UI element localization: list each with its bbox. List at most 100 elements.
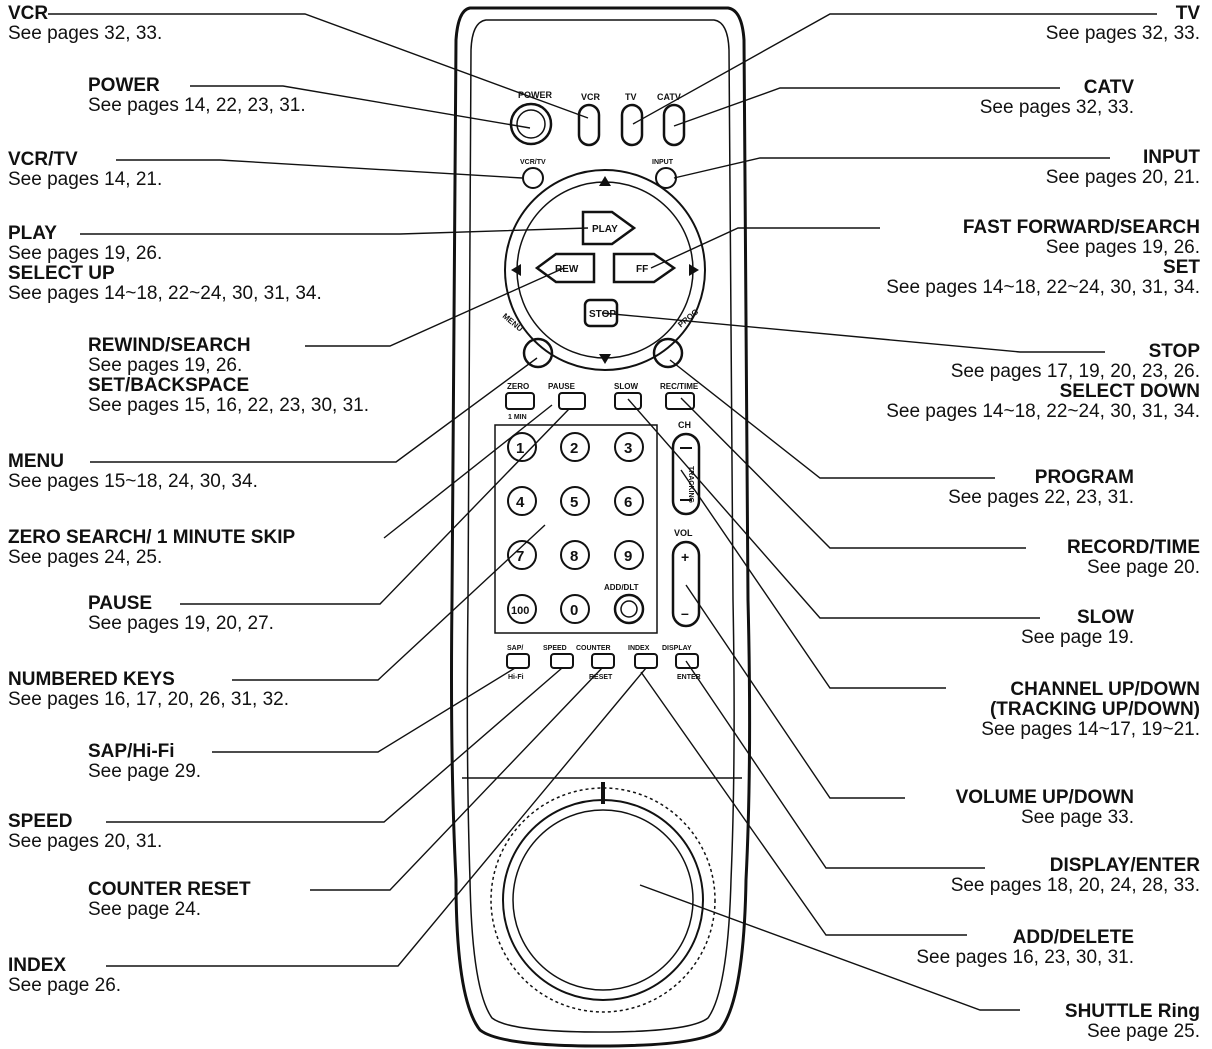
stop-button[interactable] xyxy=(583,298,619,328)
catv-text: CATV xyxy=(657,92,681,102)
label-tv-pages: See pages 32, 33. xyxy=(1045,23,1200,44)
key-4[interactable] xyxy=(507,486,537,516)
key-7-text: 7 xyxy=(516,548,524,565)
label-counter-pages: See page 24. xyxy=(88,899,202,920)
display-text: DISPLAY xyxy=(662,645,692,652)
power-button[interactable] xyxy=(509,102,553,146)
tv-button[interactable] xyxy=(620,103,644,147)
label-numbered-pages: See pages 16, 17, 20, 26, 31, 32. xyxy=(8,689,290,710)
label-sap-pages: See page 29. xyxy=(88,761,202,782)
label-play-title: PLAY xyxy=(8,223,57,244)
ff-button[interactable] xyxy=(612,252,677,284)
label-numbered: NUMBERED KEYS See pages 16, 17, 20, 26, … xyxy=(8,670,289,710)
key-3[interactable] xyxy=(614,432,644,462)
key-9-text: 9 xyxy=(624,548,632,565)
label-index: INDEX See page 26. xyxy=(8,956,121,996)
key-2-text: 2 xyxy=(570,440,578,457)
key-0[interactable] xyxy=(560,594,590,624)
index-button[interactable] xyxy=(634,653,658,669)
pause-button[interactable] xyxy=(558,392,586,410)
adddlt-button[interactable] xyxy=(613,593,645,625)
label-vcrtv-pages: See pages 14, 21. xyxy=(8,169,163,190)
key-6-text: 6 xyxy=(624,494,632,511)
label-rewind-pages: See pages 19, 26. xyxy=(88,355,243,376)
label-menu: MENU See pages 15~18, 24, 30, 34. xyxy=(8,452,258,492)
label-ff-pages: See pages 19, 26. xyxy=(1045,237,1200,258)
key-2[interactable] xyxy=(560,432,590,462)
label-channel-title: CHANNEL UP/DOWN xyxy=(1010,679,1200,700)
label-zero-title: ZERO SEARCH/ 1 MINUTE SKIP xyxy=(8,527,296,548)
sap-text: SAP/ xyxy=(507,645,523,652)
label-tv: TV See pages 32, 33. xyxy=(1046,4,1200,44)
transport-ring: PLAY REW FF STOP MENU PROG xyxy=(501,169,706,371)
vcrtv-text: VCR/TV xyxy=(520,159,546,166)
label-index-title: INDEX xyxy=(8,955,67,976)
label-rectime: RECORD/TIME See page 20. xyxy=(1067,538,1200,578)
label-input-pages: See pages 20, 21. xyxy=(1045,167,1200,188)
key-1[interactable] xyxy=(507,432,537,462)
label-rectime-pages: See page 20. xyxy=(1086,557,1200,578)
key-9[interactable] xyxy=(614,540,644,570)
rew-text: REW xyxy=(555,264,579,275)
speed-text: SPEED xyxy=(543,645,567,652)
label-rectime-title: RECORD/TIME xyxy=(1067,537,1200,558)
label-set-title: SET xyxy=(1163,257,1200,278)
key-100-text: 100 xyxy=(511,605,529,617)
down-arrow-icon xyxy=(599,354,611,364)
top-buttons: POWER VCR TV CATV VCR/TV INPUT xyxy=(509,90,686,189)
shuttle-ring[interactable] xyxy=(512,809,694,991)
tv-text: TV xyxy=(625,92,637,102)
sap-button[interactable] xyxy=(506,653,530,669)
label-pause-title: PAUSE xyxy=(88,593,153,614)
speed-button[interactable] xyxy=(550,653,574,669)
power-text: POWER xyxy=(518,90,553,100)
label-volume-title: VOLUME UP/DOWN xyxy=(955,787,1134,808)
label-shuttle-pages: See page 25. xyxy=(1086,1021,1200,1042)
key-5[interactable] xyxy=(560,486,590,516)
label-adddel-pages: See pages 16, 23, 30, 31. xyxy=(916,947,1134,968)
key-8-text: 8 xyxy=(570,548,578,565)
label-setbackspace-title: SET/BACKSPACE xyxy=(88,375,250,396)
label-counter: COUNTER RESET See page 24. xyxy=(88,880,251,920)
vcrtv-button[interactable] xyxy=(522,167,544,189)
catv-button[interactable] xyxy=(662,103,686,147)
min-text: 1 MIN xyxy=(508,414,527,421)
label-power-title: POWER xyxy=(88,75,160,96)
adddlt-text: ADD/DLT xyxy=(604,583,639,592)
label-speed-title: SPEED xyxy=(8,811,73,832)
vcr-button[interactable] xyxy=(577,103,601,147)
shuttle xyxy=(490,782,716,1013)
volume-rocker[interactable] xyxy=(671,540,701,628)
vol-minus-text: – xyxy=(681,605,689,621)
bottom-keys: SAP/ Hi-Fi SPEED COUNTER RESET INDEX DIS… xyxy=(506,645,701,681)
rew-button[interactable] xyxy=(534,252,596,284)
label-stop: STOP See pages 17, 19, 20, 23, 26. SELEC… xyxy=(886,342,1200,422)
display-button[interactable] xyxy=(675,653,699,669)
label-slow-pages: See page 19. xyxy=(1020,627,1134,648)
index-text: INDEX xyxy=(628,645,650,652)
zero-button[interactable] xyxy=(505,392,535,410)
zero-text: ZERO xyxy=(507,382,529,391)
label-zero: ZERO SEARCH/ 1 MINUTE SKIP See pages 24,… xyxy=(8,528,295,568)
vol-text: VOL xyxy=(674,528,693,538)
rectime-button[interactable] xyxy=(665,392,695,410)
label-numbered-title: NUMBERED KEYS xyxy=(8,669,175,690)
slow-button[interactable] xyxy=(614,392,642,410)
counter-button[interactable] xyxy=(591,653,615,669)
key-8[interactable] xyxy=(560,540,590,570)
menu-button[interactable] xyxy=(522,337,554,369)
label-volume-pages: See page 33. xyxy=(1020,807,1134,828)
prog-button[interactable] xyxy=(652,337,684,369)
key-6[interactable] xyxy=(614,486,644,516)
label-vcr: VCR See pages 32, 33. xyxy=(8,4,162,44)
key-7[interactable] xyxy=(507,540,537,570)
play-button[interactable] xyxy=(581,210,637,246)
reset-text: RESET xyxy=(589,674,613,681)
vcr-text: VCR xyxy=(581,92,601,102)
label-vcrtv: VCR/TV See pages 14, 21. xyxy=(8,150,162,190)
key-100[interactable] xyxy=(507,594,537,624)
channel-rocker[interactable] xyxy=(671,432,701,516)
label-play-pages: See pages 19, 26. xyxy=(8,243,163,264)
label-play: PLAY See pages 19, 26. SELECT UP See pag… xyxy=(8,224,322,304)
